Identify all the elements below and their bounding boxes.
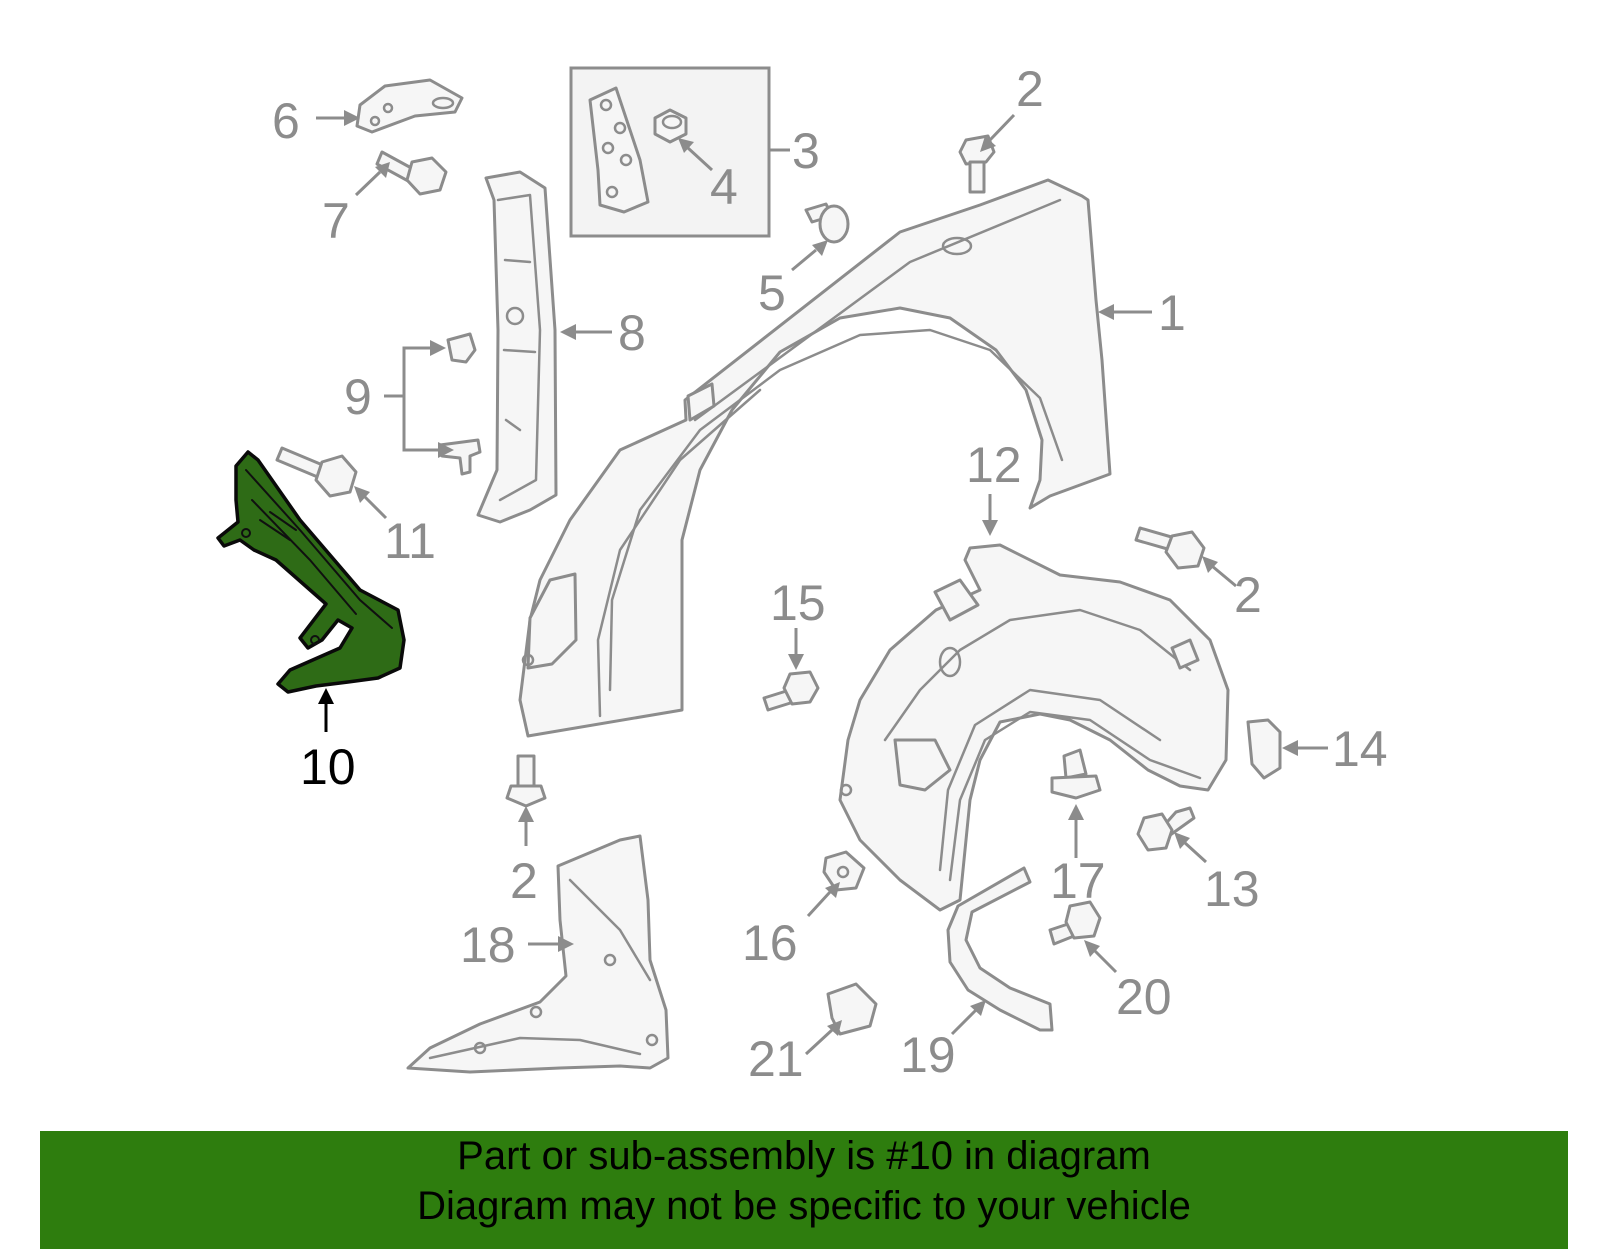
callout-labels: 1 2 2 2 3 4 5 6 7 8 9 10 11 12 13 14 15 … <box>272 61 1388 1087</box>
callout-20: 20 <box>1116 969 1172 1025</box>
part-18-splash-shield <box>406 834 670 1074</box>
callout-4: 4 <box>710 159 738 215</box>
part-3-bracket <box>588 86 650 214</box>
callout-21: 21 <box>748 1031 804 1087</box>
leader-lines <box>316 110 1328 1056</box>
part-10-bracket <box>216 450 406 694</box>
part-5-clip <box>804 202 850 244</box>
callout-1: 1 <box>1158 285 1186 341</box>
info-banner: Part or sub-assembly is #10 in diagram D… <box>40 1131 1568 1249</box>
part-11-bolt <box>275 446 358 498</box>
part-16-nut <box>822 850 866 892</box>
part-12-wheel-liner <box>838 543 1230 912</box>
part-2-bolt-bottom <box>505 754 547 808</box>
part-19-seal-strip <box>946 866 1054 1032</box>
part-14-clip <box>1246 718 1282 780</box>
callout-12: 12 <box>966 437 1022 493</box>
part-17-clip <box>1050 748 1102 800</box>
callout-2-bottom: 2 <box>510 853 538 909</box>
callout-14: 14 <box>1332 721 1388 777</box>
callout-10: 10 <box>300 739 356 795</box>
callout-19: 19 <box>900 1027 956 1083</box>
banner-line-1: Part or sub-assembly is #10 in diagram <box>457 1134 1151 1178</box>
part-10-highlighted <box>216 450 406 694</box>
callout-2-top: 2 <box>1016 61 1044 117</box>
callout-13: 13 <box>1204 861 1260 917</box>
callout-16: 16 <box>742 915 798 971</box>
callout-15: 15 <box>770 575 826 631</box>
part-4-nut <box>653 108 688 144</box>
part-2-bolt-right <box>1134 526 1206 570</box>
callout-8: 8 <box>618 305 646 361</box>
callout-11: 11 <box>384 513 436 569</box>
liner-body <box>838 543 1230 912</box>
part-3-inset <box>569 66 771 238</box>
part-13-bolt <box>1136 806 1196 852</box>
callout-2-right: 2 <box>1234 567 1262 623</box>
part-6-bracket <box>355 78 464 134</box>
callout-17: 17 <box>1050 853 1106 909</box>
callout-3: 3 <box>792 123 820 179</box>
callout-6: 6 <box>272 93 300 149</box>
part-7-bolt <box>375 150 448 196</box>
callout-9: 9 <box>344 369 372 425</box>
callout-7: 7 <box>322 193 350 249</box>
part-1-fender <box>518 178 1112 738</box>
banner-line-2: Diagram may not be specific to your vehi… <box>417 1184 1191 1228</box>
part-8-pillar <box>476 170 558 524</box>
part-20-bolt <box>1048 900 1102 946</box>
callout-18: 18 <box>460 917 516 973</box>
part-15-bolt <box>762 670 820 712</box>
callout-5: 5 <box>758 265 786 321</box>
shield-body <box>406 834 670 1074</box>
